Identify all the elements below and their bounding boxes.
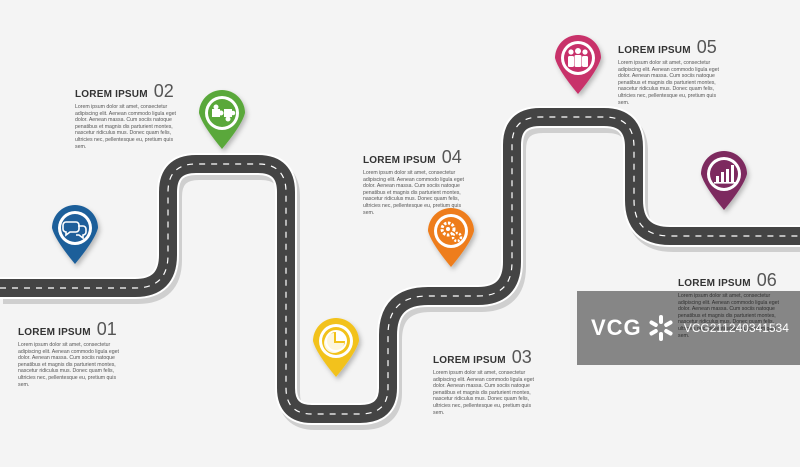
step-title: LOREM IPSUM <box>618 45 691 56</box>
step-number: 06 <box>756 270 777 290</box>
step-number: 05 <box>696 37 717 57</box>
step-description: Lorem ipsum dolor sit amet, consectetur … <box>363 170 464 216</box>
pie-chart-icon <box>324 330 347 353</box>
step-3: LOREM IPSUM 03 Lorem ipsum dolor sit amet… <box>433 348 548 416</box>
step-description: Lorem ipsum dolor sit amet, consectetur … <box>678 293 779 339</box>
bar-chart-icon <box>714 165 736 184</box>
map-pins <box>52 35 747 377</box>
watermark-id: VCG211240341534 <box>683 321 789 335</box>
step-number: 01 <box>96 319 117 339</box>
step-description: Lorem ipsum dolor sit amet, consectetur … <box>618 60 719 106</box>
step-title: LOREM IPSUM <box>363 155 436 166</box>
step-number: 04 <box>441 147 462 167</box>
burst-icon <box>648 315 674 341</box>
pin-step-1 <box>52 205 98 264</box>
step-6: LOREM IPSUM 06 Lorem ipsum dolor sit amet… <box>678 271 793 339</box>
pin-step-5 <box>555 35 601 94</box>
speech-bubbles-icon <box>62 221 87 240</box>
step-description: Lorem ipsum dolor sit amet, consectetur … <box>18 342 119 388</box>
step-title: LOREM IPSUM <box>75 89 148 100</box>
watermark: VCG VCG211240341534 <box>577 291 800 365</box>
step-title: LOREM IPSUM <box>678 278 751 289</box>
team-icon <box>568 48 588 67</box>
step-description: Lorem ipsum dolor sit amet, consectetur … <box>433 370 534 416</box>
step-5: LOREM IPSUM 05 Lorem ipsum dolor sit amet… <box>618 38 733 106</box>
step-4: LOREM IPSUM 04 Lorem ipsum dolor sit amet… <box>363 148 478 216</box>
puzzle-icon <box>212 104 236 122</box>
step-title: LOREM IPSUM <box>18 327 91 338</box>
pin-step-6 <box>701 151 747 210</box>
pin-step-2 <box>199 90 245 149</box>
watermark-logo: VCG <box>591 315 642 340</box>
pin-step-3 <box>313 318 359 377</box>
gears-icon <box>440 221 463 243</box>
step-1: LOREM IPSUM 01 Lorem ipsum dolor sit amet… <box>18 320 133 388</box>
pin-step-4 <box>428 208 474 267</box>
step-number: 02 <box>153 81 174 101</box>
step-number: 03 <box>511 347 532 367</box>
step-title: LOREM IPSUM <box>433 355 506 366</box>
step-2: LOREM IPSUM 02 Lorem ipsum dolor sit amet… <box>75 82 190 150</box>
step-description: Lorem ipsum dolor sit amet, consectetur … <box>75 104 176 150</box>
winding-road <box>0 106 800 430</box>
